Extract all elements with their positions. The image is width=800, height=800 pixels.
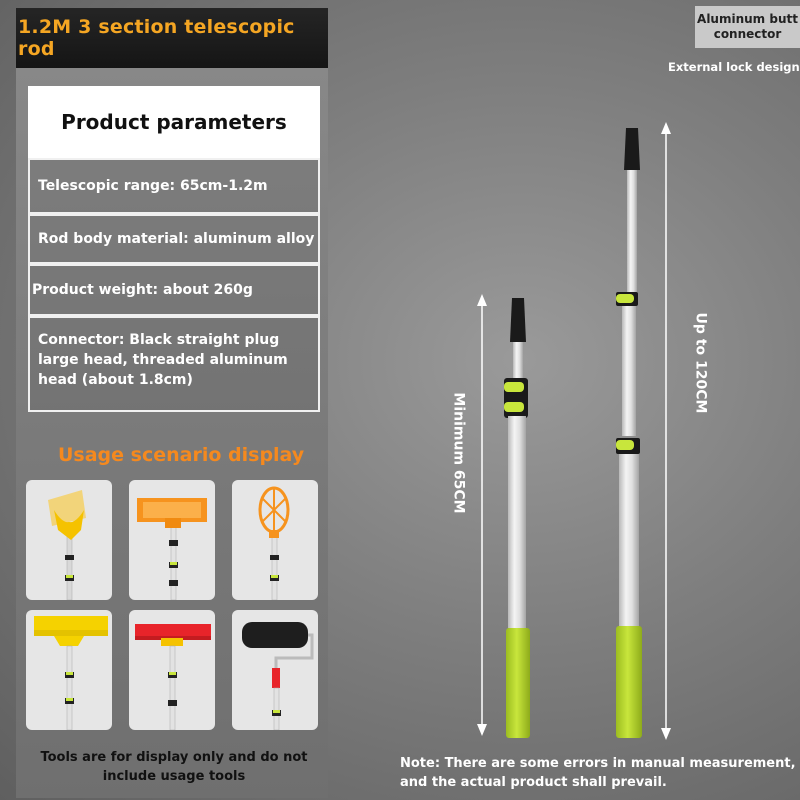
footer-note-line1: Tools are for display only and do not: [40, 750, 308, 765]
param-material: Rod body material: aluminum alloy: [28, 214, 320, 264]
connector-label-line2: connector: [713, 27, 782, 41]
rod-extended: [616, 128, 642, 738]
rod-illustration: [477, 122, 671, 740]
param-connector: Connector: Black straight plug large hea…: [28, 316, 320, 412]
measurement-note: Note: There are some errors in manual me…: [400, 754, 796, 792]
rod-collapsed: [504, 298, 530, 738]
param-connector-line3: head (about 1.8cm): [38, 372, 193, 388]
measurement-note-line2: and the actual product shall prevail.: [400, 775, 667, 790]
connector-label-line1: Aluminum butt: [697, 12, 798, 26]
tile-fruit-picker: [232, 480, 318, 600]
min-arrow: [477, 294, 487, 736]
lock-design-label: External lock design: [668, 60, 800, 74]
max-length-label: Up to 120CM: [692, 312, 709, 414]
param-connector-line1: Connector: Black straight plug: [38, 332, 280, 348]
title-bar: 1.2M 3 section telescopic rod: [16, 8, 328, 68]
tile-orange-squeegee: [129, 480, 215, 600]
footer-note-line2: include usage tools: [102, 769, 246, 784]
min-length-label: Minimum 65CM: [450, 392, 467, 514]
connector-label: Aluminum butt connector: [695, 6, 800, 48]
param-weight: Product weight: about 260g: [28, 264, 320, 316]
footer-note: Tools are for display only and do not in…: [28, 748, 320, 786]
left-panel: 1.2M 3 section telescopic rod Product pa…: [16, 8, 328, 798]
usage-title: Usage scenario display: [58, 444, 305, 466]
measurement-note-line1: Note: There are some errors in manual me…: [400, 756, 796, 771]
param-range: Telescopic range: 65cm-1.2m: [28, 158, 320, 214]
tile-paint-roller: [232, 610, 318, 730]
tile-red-squeegee: [129, 610, 215, 730]
tile-yellow-squeegee: [26, 610, 112, 730]
page-title: 1.2M 3 section telescopic rod: [18, 16, 295, 60]
max-arrow: [661, 122, 671, 740]
tile-paint-roller-bracket: [26, 480, 112, 600]
param-connector-line2: large head, threaded aluminum: [38, 352, 288, 368]
params-header: Product parameters: [28, 86, 320, 158]
params-header-text: Product parameters: [61, 110, 287, 134]
